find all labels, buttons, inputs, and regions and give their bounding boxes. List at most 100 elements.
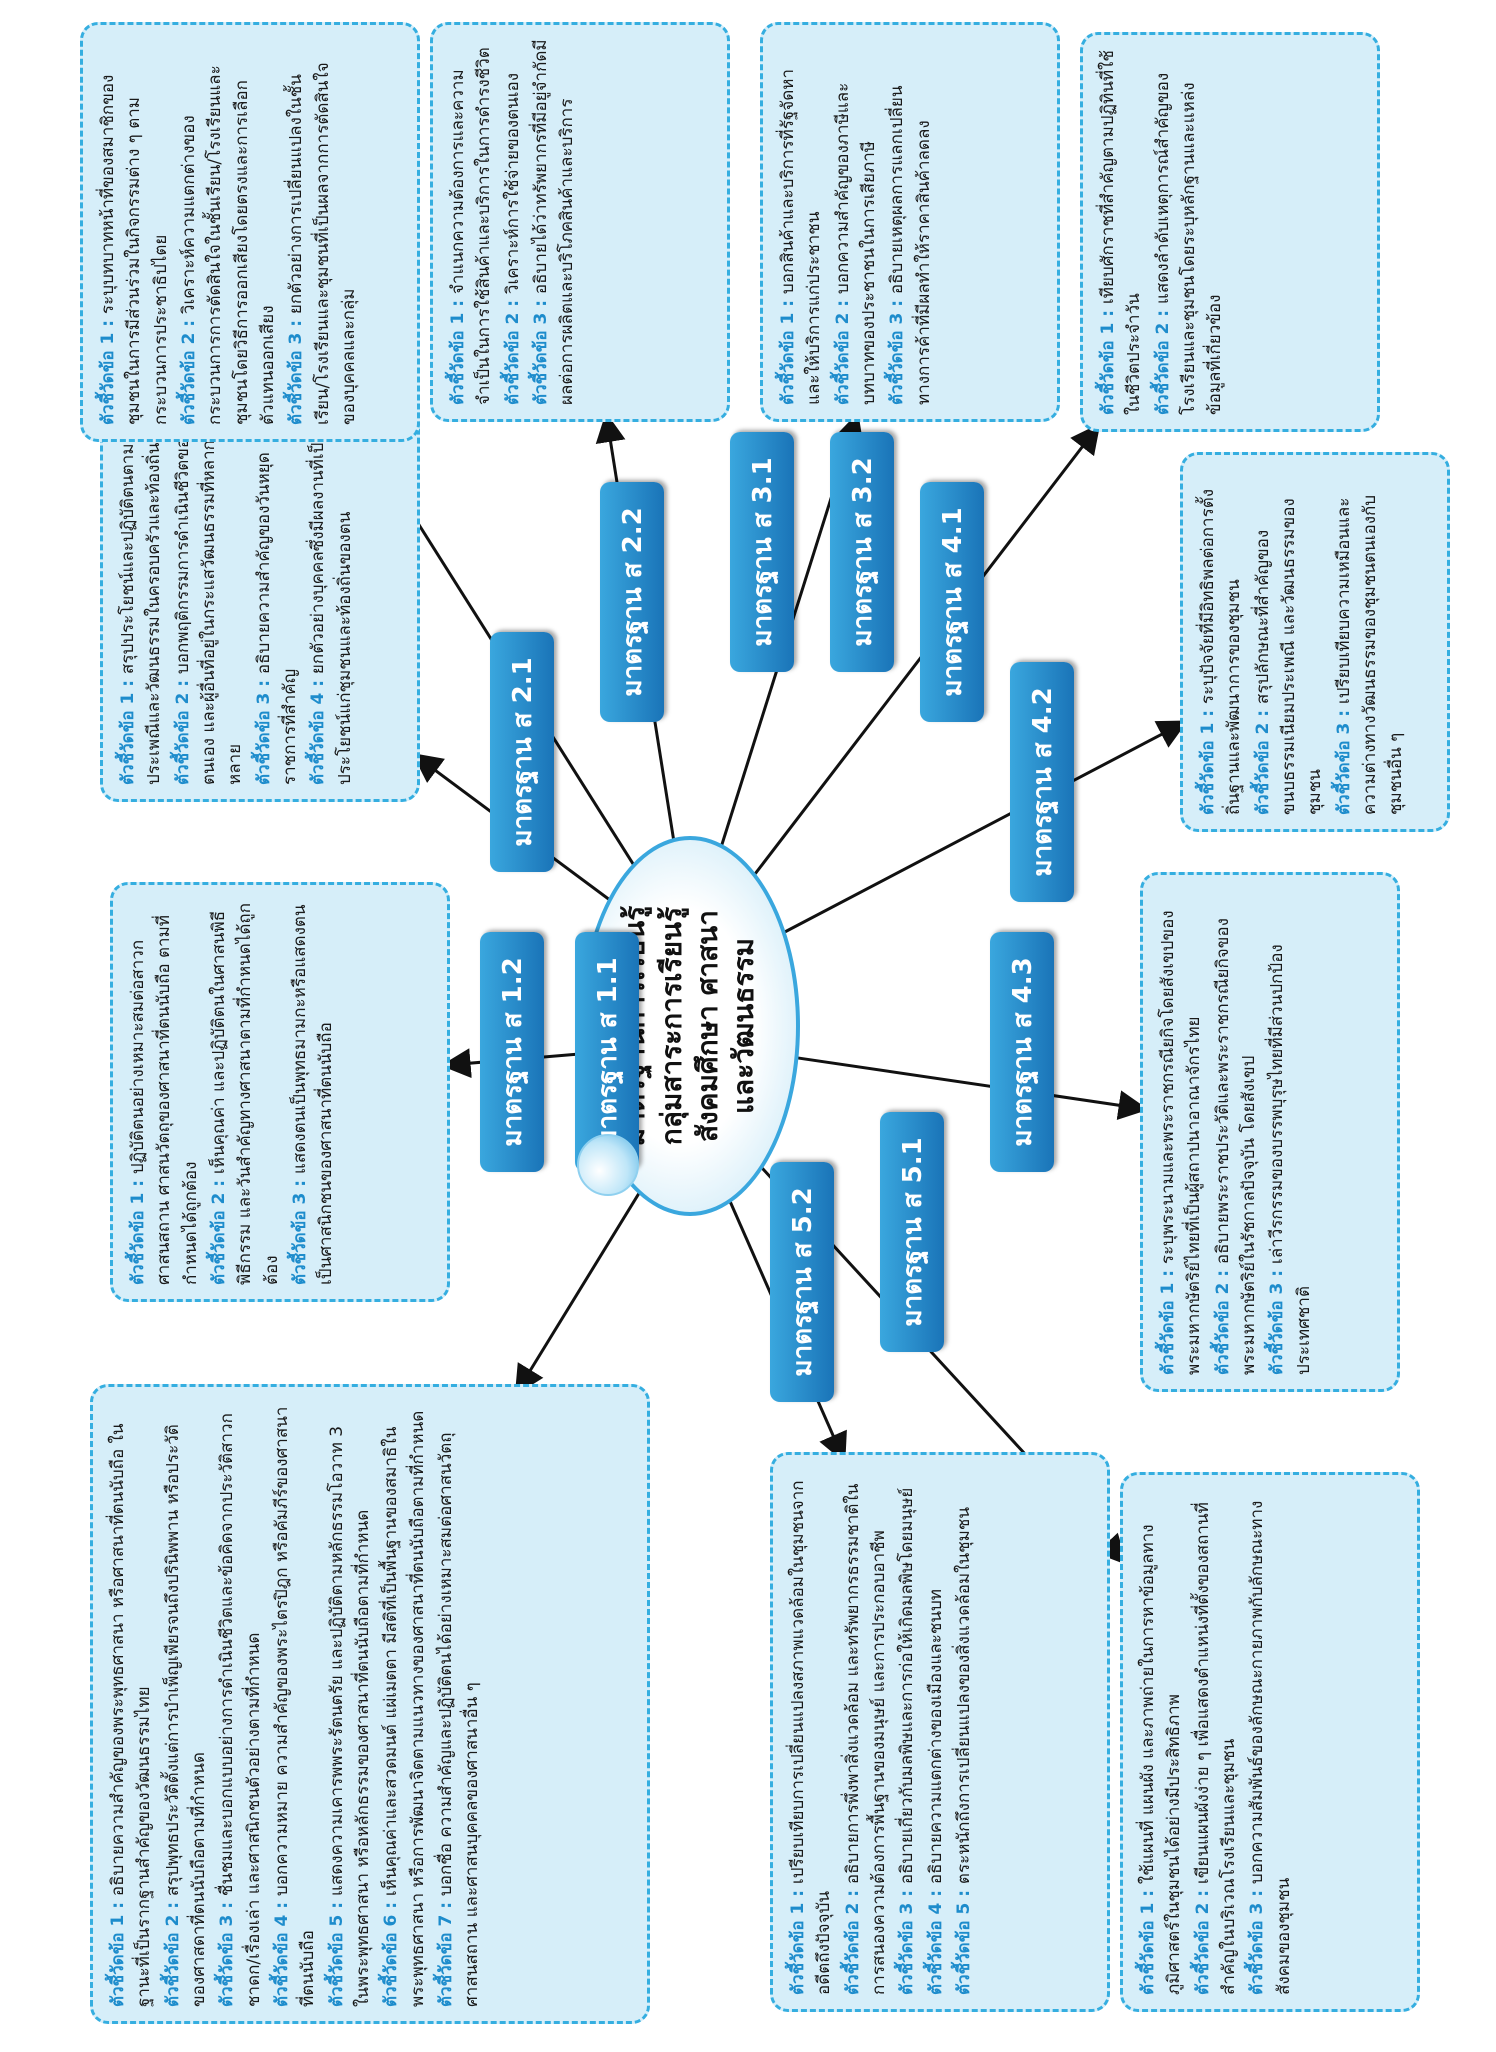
indicator-label: ตัวชี้วัดข้อ 1 :	[128, 1174, 148, 1285]
indicator-item: ตัวชี้วัดข้อ 3 : เปรียบเทียบความเหมือนแล…	[1331, 469, 1410, 815]
indicator-label: ตัวชี้วัดข้อ 1 :	[98, 314, 118, 425]
indicator-label: ตัวชี้วัดข้อ 2 :	[172, 674, 193, 785]
indicator-item: ตัวชี้วัดข้อ 2 : แสดงลำดับเหตุการณ์สำคัญ…	[1150, 49, 1229, 415]
center-line-2: กลุ่มสาระการเรียนรู้	[654, 906, 688, 1146]
tag-s43: มาตรฐาน ส 4.3	[990, 932, 1054, 1172]
indicator-label: ตัวชี้วัดข้อ 3 :	[897, 1884, 918, 1995]
indicator-label: ตัวชี้วัดข้อ 4 :	[272, 1896, 293, 2007]
indicator-text: อธิบายความแตกต่างของเมืองและชนบท	[925, 1589, 946, 1885]
box-s42: ตัวชี้วัดข้อ 1 : ระบุปัจจัยที่มีอิทธิพลต…	[1180, 452, 1450, 832]
indicator-label: ตัวชี้วัดข้อ 3 :	[887, 294, 908, 405]
indicator-label: ตัวชี้วัดข้อ 4 :	[308, 674, 329, 785]
mascot-icon	[577, 1134, 639, 1196]
indicator-item: ตัวชี้วัดข้อ 2 : เห็นคุณค่า และปฏิบัติตน…	[206, 899, 285, 1285]
indicator-item: ตัวชี้วัดข้อ 3 : ชื่นชมและบอกแบบอย่างการ…	[214, 1401, 267, 2007]
tag-s52: มาตรฐาน ส 5.2	[770, 1162, 834, 1402]
indicator-label: ตัวชี้วัดข้อ 2 :	[209, 1174, 230, 1285]
indicator-item: ตัวชี้วัดข้อ 2 : สรุปพุทธประวัติตั้งแต่ก…	[160, 1401, 213, 2007]
indicator-text: ตระหนักถึงการเปลี่ยนแปลงของสิ่งแวดล้อมใน…	[954, 1506, 975, 1885]
indicator-label: ตัวชี้วัดข้อ 1 :	[788, 1884, 808, 1995]
indicator-item: ตัวชี้วัดข้อ 3 : อธิบายความสำคัญของวันหย…	[251, 419, 304, 785]
indicator-item: ตัวชี้วัดข้อ 3 : อธิบายได้ว่าทรัพยากรที่…	[528, 39, 581, 405]
box-s43: ตัวชี้วัดข้อ 1 : ระบุพระนามและพระราชกรณี…	[1140, 872, 1400, 1392]
indicator-item: ตัวชี้วัดข้อ 1 : เทียบศักราชที่สำคัญตามป…	[1095, 49, 1148, 415]
indicator-label: ตัวชี้วัดข้อ 2 :	[502, 294, 523, 405]
indicator-item: ตัวชี้วัดข้อ 3 : แสดงตนเป็นพุทธมามกะหรือ…	[287, 899, 340, 1285]
box-s21: ตัวชี้วัดข้อ 1 : สรุปประโยชน์และปฏิบัติต…	[100, 402, 420, 802]
indicator-label: ตัวชี้วัดข้อ 1 :	[778, 294, 798, 405]
box-s12: ตัวชี้วัดข้อ 1 : ปฏิบัติตนอย่างเหมาะสมต่…	[110, 882, 450, 1302]
indicator-item: ตัวชี้วัดข้อ 5 : ตระหนักถึงการเปลี่ยนแปล…	[951, 1469, 977, 1995]
indicator-label: ตัวชี้วัดข้อ 2 :	[842, 1884, 863, 1995]
indicator-label: ตัวชี้วัดข้อ 3 :	[1333, 704, 1354, 815]
arrow-box-s42	[774, 720, 1189, 939]
indicator-item: ตัวชี้วัดข้อ 2 : วิเคราะห์การใช้จ่ายของต…	[500, 39, 526, 405]
box-s32: ตัวชี้วัดข้อ 1 : บอกสินค้าและบริการที่รั…	[760, 22, 1060, 422]
box-s52: ตัวชี้วัดข้อ 1 : เปรียบเทียบการเปลี่ยนแป…	[770, 1452, 1110, 2012]
box-s51: ตัวชี้วัดข้อ 1 : ใช้แผนที่ แผนผัง และภาพ…	[1120, 1472, 1420, 2012]
box-s22: ตัวชี้วัดข้อ 1 : ระบุบทบาทหน้าที่ของสมาช…	[80, 22, 420, 442]
indicator-text: อธิบายเกี่ยวกับมลพิษและการก่อให้เกิดมลพิ…	[897, 1487, 918, 1885]
indicator-item: ตัวชี้วัดข้อ 1 : จำแนกความต้องการและความ…	[445, 39, 498, 405]
indicator-item: ตัวชี้วัดข้อ 2 : บอกความสำคัญของภาษีและบ…	[830, 39, 883, 405]
box-s11: ตัวชี้วัดข้อ 1 : อธิบายความสำคัญของพระพุ…	[90, 1384, 650, 2024]
tag-s21: มาตรฐาน ส 2.1	[490, 632, 554, 872]
indicator-item: ตัวชี้วัดข้อ 1 : ระบุบทบาทหน้าที่ของสมาช…	[95, 39, 174, 425]
indicator-label: ตัวชี้วัดข้อ 4 :	[925, 1884, 946, 1995]
indicator-label: ตัวชี้วัดข้อ 2 :	[179, 314, 200, 425]
indicator-item: ตัวชี้วัดข้อ 3 : บอกความสัมพันธ์ของลักษณ…	[1244, 1489, 1297, 1995]
indicator-item: ตัวชี้วัดข้อ 2 : บอกพฤติกรรมการดำเนินชีว…	[170, 419, 249, 785]
indicator-label: ตัวชี้วัดข้อ 7 :	[436, 1896, 457, 2007]
indicator-label: ตัวชี้วัดข้อ 3 :	[217, 1896, 238, 2007]
indicator-label: ตัวชี้วัดข้อ 3 :	[290, 1174, 311, 1285]
indicator-item: ตัวชี้วัดข้อ 3 : ยกตัวอย่างการเปลี่ยนแปล…	[283, 39, 362, 425]
indicator-item: ตัวชี้วัดข้อ 2 : วิเคราะห์ความแตกต่างของ…	[176, 39, 281, 425]
indicator-label: ตัวชี้วัดข้อ 6 :	[381, 1896, 402, 2007]
indicator-item: ตัวชี้วัดข้อ 2 : เขียนแผนผังง่าย ๆ เพื่อ…	[1190, 1489, 1243, 1995]
indicator-text: วิเคราะห์การใช้จ่ายของตนเอง	[502, 72, 523, 295]
indicator-item: ตัวชี้วัดข้อ 3 : อธิบายเกี่ยวกับมลพิษและ…	[894, 1469, 920, 1995]
indicator-item: ตัวชี้วัดข้อ 3 : อธิบายเหตุผลการแลกเปลี่…	[884, 39, 937, 406]
arrow-box-s11	[514, 1178, 649, 1396]
indicator-item: ตัวชี้วัดข้อ 3 : เล่าวีรกรรมของบรรพบุรุษ…	[1264, 889, 1317, 1375]
indicator-item: ตัวชี้วัดข้อ 6 : เห็นคุณค่าและสวดมนต์ แผ…	[378, 1401, 431, 2007]
indicator-item: ตัวชี้วัดข้อ 2 : อธิบายการพึ่งพาสิ่งแวดล…	[840, 1469, 893, 1995]
box-s31: ตัวชี้วัดข้อ 1 : จำแนกความต้องการและความ…	[430, 22, 730, 422]
indicator-label: ตัวชี้วัดข้อ 3 :	[1247, 1884, 1268, 1995]
center-line-4: และวัฒนธรรม	[727, 937, 761, 1115]
indicator-label: ตัวชี้วัดข้อ 3 :	[286, 314, 307, 425]
box-s41: ตัวชี้วัดข้อ 1 : เทียบศักราชที่สำคัญตามป…	[1080, 32, 1380, 432]
indicator-item: ตัวชี้วัดข้อ 1 : ใช้แผนที่ แผนผัง และภาพ…	[1135, 1489, 1188, 1995]
tag-s22: มาตรฐาน ส 2.2	[600, 482, 664, 722]
indicator-item: ตัวชี้วัดข้อ 4 : อธิบายความแตกต่างของเมื…	[923, 1469, 949, 1995]
indicator-label: ตัวชี้วัดข้อ 2 :	[1192, 1884, 1213, 1995]
indicator-item: ตัวชี้วัดข้อ 1 : ปฏิบัติตนอย่างเหมาะสมต่…	[125, 899, 204, 1285]
indicator-item: ตัวชี้วัดข้อ 1 : ระบุพระนามและพระราชกรณี…	[1155, 889, 1208, 1375]
indicator-label: ตัวชี้วัดข้อ 2 :	[1212, 1264, 1233, 1375]
indicator-label: ตัวชี้วัดข้อ 2 :	[162, 1896, 183, 2007]
indicator-label: ตัวชี้วัดข้อ 1 :	[1098, 304, 1118, 415]
indicator-item: ตัวชี้วัดข้อ 1 : ระบุปัจจัยที่มีอิทธิพลต…	[1195, 469, 1248, 815]
indicator-item: ตัวชี้วัดข้อ 7 : บอกชื่อ ความสำคัญและปฏิ…	[433, 1401, 486, 2007]
indicator-label: ตัวชี้วัดข้อ 1 :	[108, 1896, 128, 2007]
indicator-label: ตัวชี้วัดข้อ 1 :	[448, 294, 468, 405]
indicator-label: ตัวชี้วัดข้อ 1 :	[118, 674, 138, 785]
center-line-3: สังคมศึกษา ศาสนา	[691, 909, 724, 1143]
indicator-item: ตัวชี้วัดข้อ 2 : สรุปลักษณะที่สำคัญของขน…	[1250, 469, 1329, 815]
indicator-label: ตัวชี้วัดข้อ 3 :	[1267, 1264, 1288, 1375]
indicator-label: ตัวชี้วัดข้อ 1 :	[1198, 704, 1218, 815]
indicator-label: ตัวชี้วัดข้อ 1 :	[1138, 1884, 1158, 1995]
tag-s12: มาตรฐาน ส 1.2	[480, 932, 544, 1172]
tag-s42: มาตรฐาน ส 4.2	[1010, 662, 1074, 902]
indicator-label: ตัวชี้วัดข้อ 3 :	[253, 674, 274, 785]
indicator-item: ตัวชี้วัดข้อ 1 : เปรียบเทียบการเปลี่ยนแป…	[785, 1469, 838, 1995]
indicator-item: ตัวชี้วัดข้อ 1 : อธิบายความสำคัญของพระพุ…	[105, 1401, 158, 2007]
tag-s32: มาตรฐาน ส 3.2	[830, 432, 894, 672]
indicator-item: ตัวชี้วัดข้อ 4 : บอกความหมาย ความสำคัญขอ…	[269, 1401, 322, 2007]
indicator-label: ตัวชี้วัดข้อ 2 :	[1252, 704, 1273, 815]
indicator-item: ตัวชี้วัดข้อ 5 : แสดงความเคารพพระรัตนตรั…	[324, 1401, 377, 2007]
indicator-label: ตัวชี้วัดข้อ 5 :	[954, 1884, 975, 1995]
tag-s51: มาตรฐาน ส 5.1	[880, 1112, 944, 1352]
tag-s31: มาตรฐาน ส 3.1	[730, 432, 794, 672]
